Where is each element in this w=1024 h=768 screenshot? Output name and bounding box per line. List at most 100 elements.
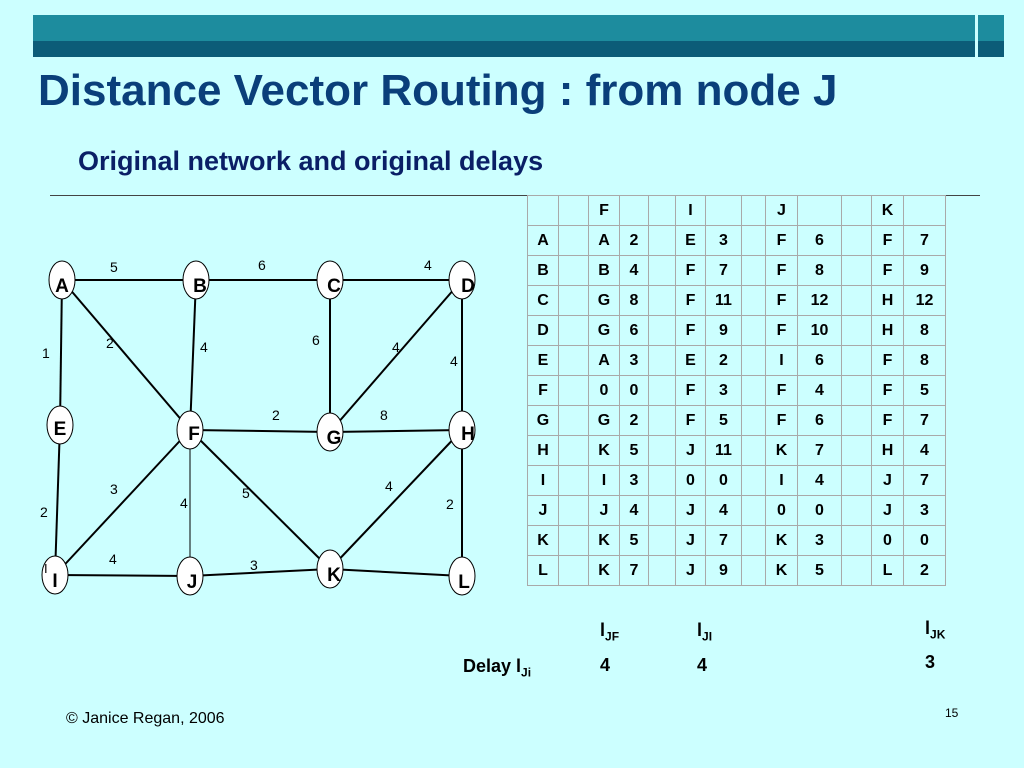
edge-weight-b-f: 4 — [200, 339, 208, 355]
table-cell: 5 — [797, 555, 842, 586]
table-cell: F — [871, 345, 904, 376]
table-header-cell: F — [588, 195, 620, 226]
node-k — [316, 549, 344, 589]
delay-jf-label: lJF — [600, 620, 620, 644]
table-cell: 2 — [619, 225, 649, 256]
divider-line — [50, 195, 980, 196]
table-header-cell — [648, 195, 676, 226]
delay-jk-label: lJK — [925, 618, 946, 642]
table-cell — [841, 555, 872, 586]
table-cell: K — [765, 435, 798, 466]
copyright-footer: © Janice Regan, 2006 — [66, 710, 225, 727]
table-cell — [648, 465, 676, 496]
table-cell: H — [871, 435, 904, 466]
table-cell: 0 — [675, 465, 706, 496]
header-square-top — [978, 15, 1004, 41]
table-cell: B — [588, 255, 620, 286]
table-cell — [841, 525, 872, 556]
edge-weight-h-k: 4 — [385, 478, 393, 494]
table-cell: 5 — [619, 525, 649, 556]
table-header-cell — [741, 195, 766, 226]
table-cell: 8 — [903, 345, 946, 376]
table-cell: 12 — [797, 285, 842, 316]
table-cell: 2 — [903, 555, 946, 586]
table-cell: L — [871, 555, 904, 586]
table-cell: J — [675, 495, 706, 526]
table-cell: A — [588, 225, 620, 256]
header-square-bottom — [978, 41, 1004, 57]
slide-subtitle: Original network and original delays — [78, 146, 544, 176]
table-cell — [741, 315, 766, 346]
table-cell: F — [765, 405, 798, 436]
table-cell: 7 — [903, 465, 946, 496]
table-cell: E — [675, 225, 706, 256]
table-cell: A — [527, 225, 559, 256]
table-cell: 0 — [705, 465, 742, 496]
table-cell: 3 — [619, 465, 649, 496]
table-cell — [741, 465, 766, 496]
table-cell — [648, 525, 676, 556]
table-cell: 4 — [705, 495, 742, 526]
table-cell: 4 — [797, 465, 842, 496]
table-header-cell — [705, 195, 742, 226]
node-label-e: E — [54, 419, 67, 440]
table-cell — [841, 375, 872, 406]
node-g — [316, 412, 344, 452]
table-header-cell — [619, 195, 649, 226]
table-cell: 7 — [619, 555, 649, 586]
edge-f-i — [54, 429, 191, 576]
table-cell: I — [765, 345, 798, 376]
edge-weight-c-d: 4 — [424, 257, 432, 273]
table-cell: 11 — [705, 285, 742, 316]
node-label-k: K — [327, 565, 341, 586]
table-cell — [558, 555, 589, 586]
table-cell: 12 — [903, 285, 946, 316]
edge-weight-d-h: 4 — [450, 353, 458, 369]
table-header-cell — [527, 195, 559, 226]
edge-weight-f-k: 5 — [242, 485, 250, 501]
table-cell: 7 — [705, 525, 742, 556]
table-header-cell — [903, 195, 946, 226]
table-cell — [558, 285, 589, 316]
table-cell: 8 — [619, 285, 649, 316]
table-cell — [558, 435, 589, 466]
table-cell: D — [527, 315, 559, 346]
table-cell: E — [527, 345, 559, 376]
table-cell: J — [871, 465, 904, 496]
table-cell: 7 — [797, 435, 842, 466]
table-cell — [558, 375, 589, 406]
node-label-j: J — [187, 572, 198, 593]
edge-k-l — [329, 568, 463, 577]
page-number: 15 — [945, 706, 959, 720]
table-cell: 0 — [871, 525, 904, 556]
edge-weight-j-k: 3 — [250, 557, 258, 573]
table-cell — [841, 345, 872, 376]
small-i-mark: I — [44, 561, 48, 576]
node-label-d: D — [461, 276, 475, 297]
table-cell — [741, 435, 766, 466]
node-label-b: B — [193, 276, 207, 297]
edge-f-g — [189, 429, 331, 433]
table-cell: 9 — [705, 555, 742, 586]
table-cell — [558, 255, 589, 286]
node-h — [448, 410, 476, 450]
table-cell — [648, 345, 676, 376]
table-cell: 8 — [797, 255, 842, 286]
edge-f-k — [189, 429, 331, 570]
table-cell: F — [675, 285, 706, 316]
node-f — [176, 410, 204, 450]
table-cell: 5 — [619, 435, 649, 466]
table-cell — [741, 225, 766, 256]
table-cell: 3 — [619, 345, 649, 376]
table-cell: K — [588, 555, 620, 586]
table-cell: 0 — [797, 495, 842, 526]
table-cell: L — [527, 555, 559, 586]
table-cell: 5 — [903, 375, 946, 406]
